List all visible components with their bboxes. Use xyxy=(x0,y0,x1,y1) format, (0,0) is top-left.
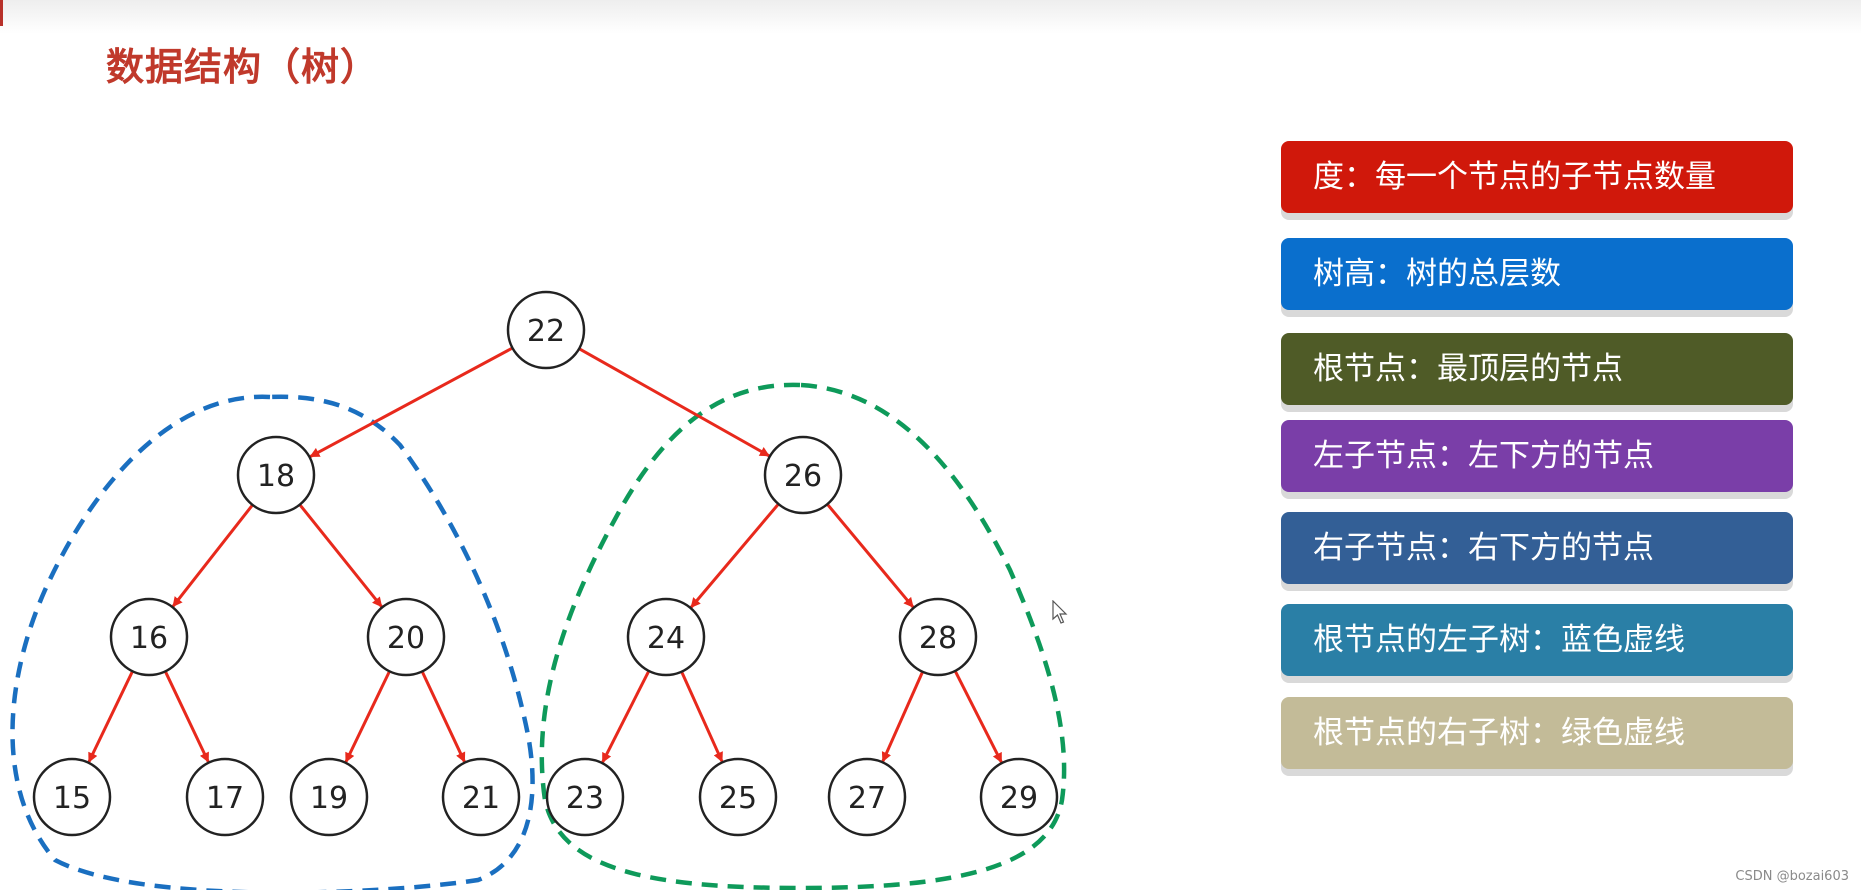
tree-node-26: 26 xyxy=(763,435,843,515)
tree-node-circle xyxy=(236,435,316,515)
tree-node-circle xyxy=(185,757,265,837)
tree-node-label: 18 xyxy=(257,459,295,494)
tree-node-circle xyxy=(366,597,446,677)
right-subtree-outline xyxy=(539,382,1067,890)
tree-node-label: 15 xyxy=(53,781,91,816)
tree-node-15: 15 xyxy=(32,757,112,837)
tree-edge-26-28 xyxy=(826,503,915,608)
legend-item-1: 度：每一个节点的子节点数量 xyxy=(1281,141,1793,213)
tree-edge-28-29 xyxy=(953,670,1003,764)
tree-node-label: 16 xyxy=(130,621,168,656)
tree-node-circle xyxy=(763,435,843,515)
tree-edge-18-16 xyxy=(171,503,254,608)
tree-node-label: 25 xyxy=(719,781,757,816)
tree-node-circle xyxy=(979,757,1059,837)
tree-node-23: 23 xyxy=(545,757,625,837)
legend-item-3: 根节点：最顶层的节点 xyxy=(1281,333,1793,405)
tree-node-label: 26 xyxy=(784,459,822,494)
tree-node-label: 19 xyxy=(310,781,348,816)
mouse-cursor-icon xyxy=(1052,600,1068,624)
tree-node-19: 19 xyxy=(289,757,369,837)
tree-edge-20-19 xyxy=(344,670,391,763)
tree-edge-24-25 xyxy=(680,671,724,763)
tree-node-16: 16 xyxy=(109,597,189,677)
watermark: CSDN @bozai603 xyxy=(1735,869,1849,884)
tree-node-17: 17 xyxy=(185,757,265,837)
tree-edge-22-18 xyxy=(309,346,514,458)
tree-node-label: 21 xyxy=(462,781,500,816)
tree-node-18: 18 xyxy=(236,435,316,515)
slide-title: 数据结构（树） xyxy=(106,45,380,89)
tree-node-circle xyxy=(827,757,907,837)
tree-node-circle xyxy=(698,757,778,837)
tree-node-20: 20 xyxy=(366,597,446,677)
tree-node-circle xyxy=(32,757,112,837)
tree-node-circle xyxy=(545,757,625,837)
tree-edge-26-24 xyxy=(690,503,780,609)
tree-node-29: 29 xyxy=(979,757,1059,837)
tree-node-label: 22 xyxy=(527,314,565,349)
tree-node-label: 29 xyxy=(1000,781,1038,816)
tree-edge-18-20 xyxy=(298,503,383,608)
tree-node-21: 21 xyxy=(441,757,521,837)
tree-node-label: 23 xyxy=(566,781,604,816)
tree-edge-16-17 xyxy=(163,670,210,763)
legend-item-6: 根节点的左子树：蓝色虚线 xyxy=(1281,604,1793,676)
tree-node-circle xyxy=(441,757,521,837)
tree-node-circle xyxy=(626,597,706,677)
tree-node-label: 27 xyxy=(848,781,886,816)
tree-node-circle xyxy=(898,597,978,677)
tree-node-label: 24 xyxy=(647,621,685,656)
legend-item-4: 左子节点：左下方的节点 xyxy=(1281,420,1793,492)
tree-node-label: 28 xyxy=(919,621,957,656)
tree-node-label: 17 xyxy=(206,781,244,816)
tree-node-27: 27 xyxy=(827,757,907,837)
tree-node-label: 20 xyxy=(387,621,425,656)
tree-edge-28-27 xyxy=(881,671,924,763)
tree-edge-24-23 xyxy=(601,670,651,764)
top-band xyxy=(0,0,1861,34)
legend-item-7: 根节点的右子树：绿色虚线 xyxy=(1281,697,1793,769)
tree-node-25: 25 xyxy=(698,757,778,837)
legend-item-5: 右子节点：右下方的节点 xyxy=(1281,512,1793,584)
tree-edge-16-15 xyxy=(87,670,134,763)
tree-edge-20-21 xyxy=(420,670,466,763)
tree-node-24: 24 xyxy=(626,597,706,677)
tree-edge-22-26 xyxy=(578,347,770,458)
tree-node-circle xyxy=(506,290,586,370)
tree-node-circle xyxy=(289,757,369,837)
tree-node-28: 28 xyxy=(898,597,978,677)
tree-node-22: 22 xyxy=(506,290,586,370)
legend-item-2: 树高：树的总层数 xyxy=(1281,238,1793,310)
tree-node-circle xyxy=(109,597,189,677)
corner-mark xyxy=(0,0,3,26)
